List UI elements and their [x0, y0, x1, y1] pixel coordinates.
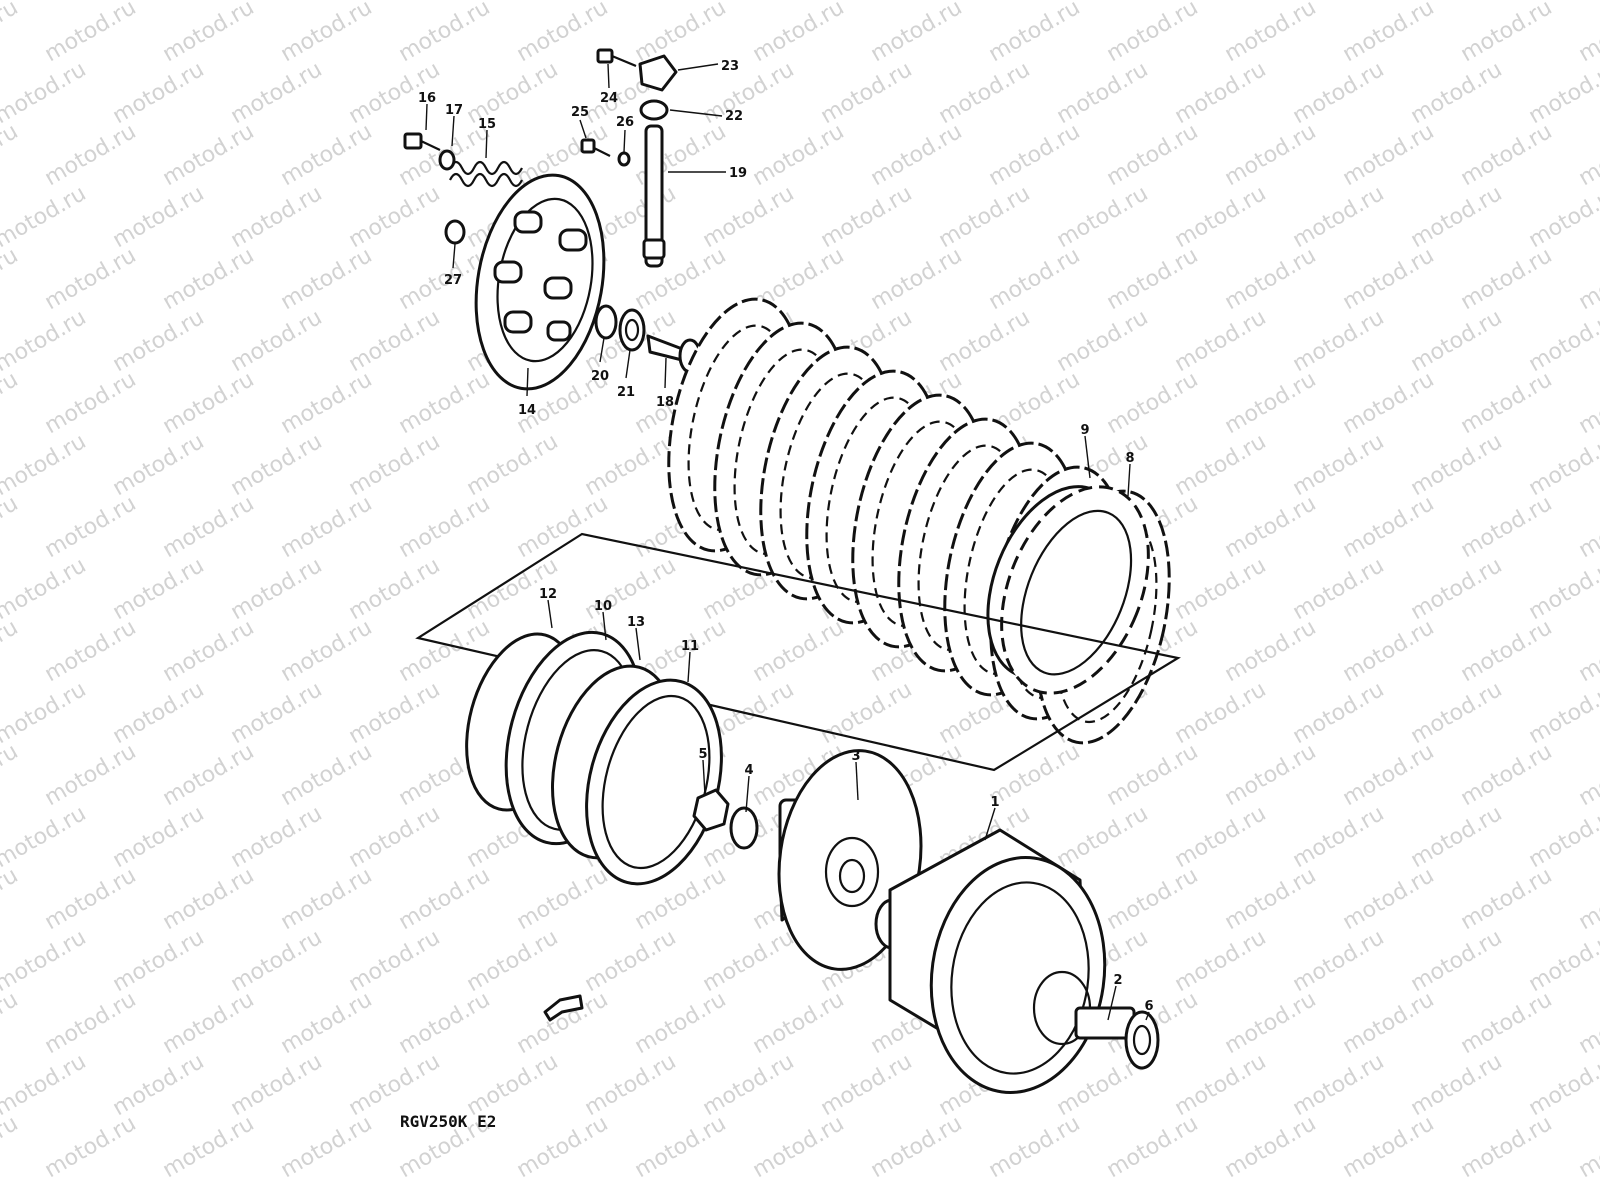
- lever-bolt: [596, 48, 637, 68]
- callout-23: 23: [721, 59, 739, 74]
- kit-boundary: [415, 532, 1181, 772]
- callout-1: 1: [990, 795, 999, 810]
- drive-plate-8-inner: [1020, 509, 1133, 676]
- callout-24: 24: [600, 91, 618, 106]
- circlip: [444, 219, 466, 245]
- spring-bolt: [403, 132, 441, 151]
- callout-10: 10: [594, 599, 612, 614]
- oil-seal: [639, 99, 669, 121]
- model-code-label: RGV250K E2: [400, 1112, 497, 1131]
- release-bearing: [618, 308, 646, 352]
- front-arrow-icon: [543, 994, 584, 1022]
- callout-16: 16: [418, 91, 436, 106]
- callout-19: 19: [729, 166, 747, 181]
- callout-6: 6: [1144, 999, 1153, 1014]
- small-washer: [617, 151, 631, 167]
- lock-washer: [729, 806, 759, 850]
- callout-27: 27: [444, 273, 462, 288]
- callout-8: 8: [1125, 451, 1134, 466]
- callout-11: 11: [681, 639, 699, 654]
- callout-labels: 1 2 3 4 5 6 8 9 10 11 12 13 14 15 16 17 …: [418, 59, 1154, 1014]
- drive-plate-8: [1000, 485, 1150, 695]
- callout-12: 12: [539, 587, 557, 602]
- callout-18: 18: [656, 395, 674, 410]
- callout-13: 13: [627, 615, 645, 630]
- callout-25: 25: [571, 105, 589, 120]
- screw: [580, 138, 611, 157]
- spring-washer: [438, 149, 456, 171]
- callout-2: 2: [1113, 973, 1122, 988]
- callout-9: 9: [1080, 423, 1089, 438]
- release-shaft: [642, 124, 666, 268]
- clutch-spring: [449, 160, 523, 188]
- primary-driven-gear: [888, 828, 1107, 1094]
- pressure-plate: [474, 173, 606, 391]
- callout-22: 22: [725, 109, 743, 124]
- release-lever: [638, 54, 678, 92]
- callout-26: 26: [616, 115, 634, 130]
- callout-3: 3: [851, 749, 860, 764]
- release-washer: [594, 304, 618, 340]
- callout-21: 21: [617, 385, 635, 400]
- callout-4: 4: [744, 763, 753, 778]
- hub-nut: [692, 788, 730, 832]
- thrust-washer: [1124, 1010, 1160, 1070]
- callout-15: 15: [478, 117, 496, 132]
- callout-14: 14: [518, 403, 536, 418]
- callout-17: 17: [445, 103, 463, 118]
- callout-5: 5: [698, 747, 707, 762]
- leader-lines: [425, 63, 1150, 1021]
- callout-20: 20: [591, 369, 609, 384]
- clutch-plate-stack: [667, 297, 1171, 745]
